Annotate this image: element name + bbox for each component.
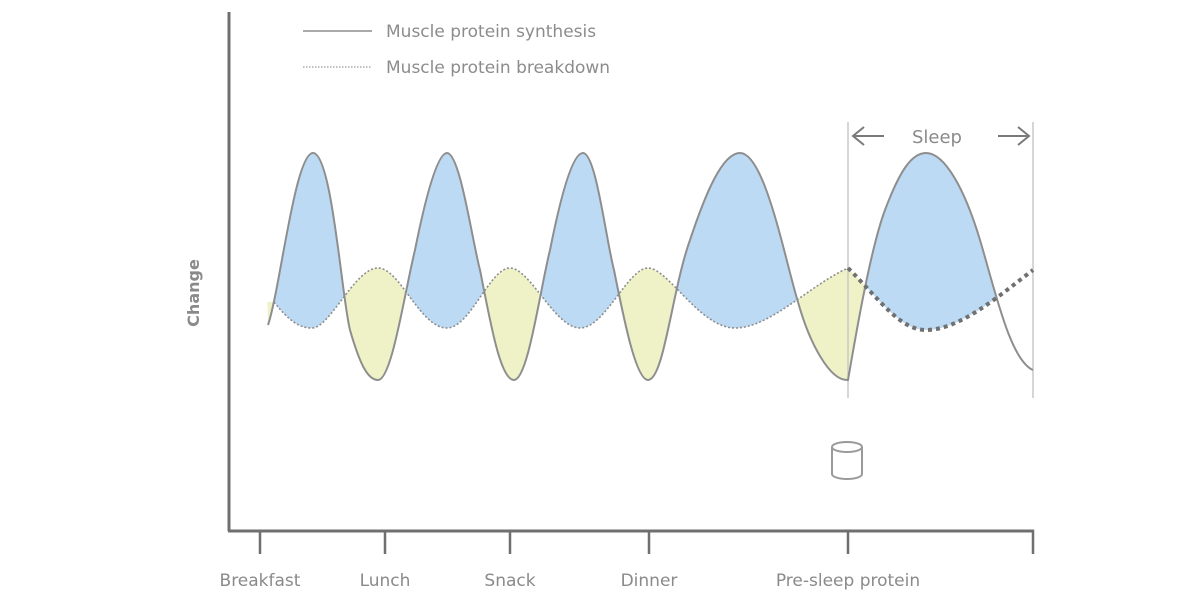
sleep-label: Sleep [912, 127, 962, 148]
axes [227, 12, 1035, 554]
x-tick-labels: Breakfast Lunch Snack Dinner Pre-sleep p… [220, 571, 921, 591]
protein-cup-icon [831, 441, 863, 480]
tick-label-dinner: Dinner [621, 571, 678, 591]
tick-label-breakfast: Breakfast [220, 571, 301, 591]
synthesis-fill-area [260, 153, 1040, 330]
arrow-right-icon [998, 126, 1031, 146]
arrow-left-icon [851, 126, 884, 146]
legend-breakdown-label: Muscle protein breakdown [386, 58, 610, 78]
legend: Muscle protein synthesis Muscle protein … [303, 22, 610, 78]
sleep-annotation: Sleep [851, 126, 1031, 148]
legend-synthesis-label: Muscle protein synthesis [386, 22, 596, 42]
tick-label-snack: Snack [484, 571, 535, 591]
y-axis-label: Change [184, 259, 203, 327]
tick-label-pre-sleep: Pre-sleep protein [776, 571, 920, 591]
tick-label-lunch: Lunch [360, 571, 411, 591]
